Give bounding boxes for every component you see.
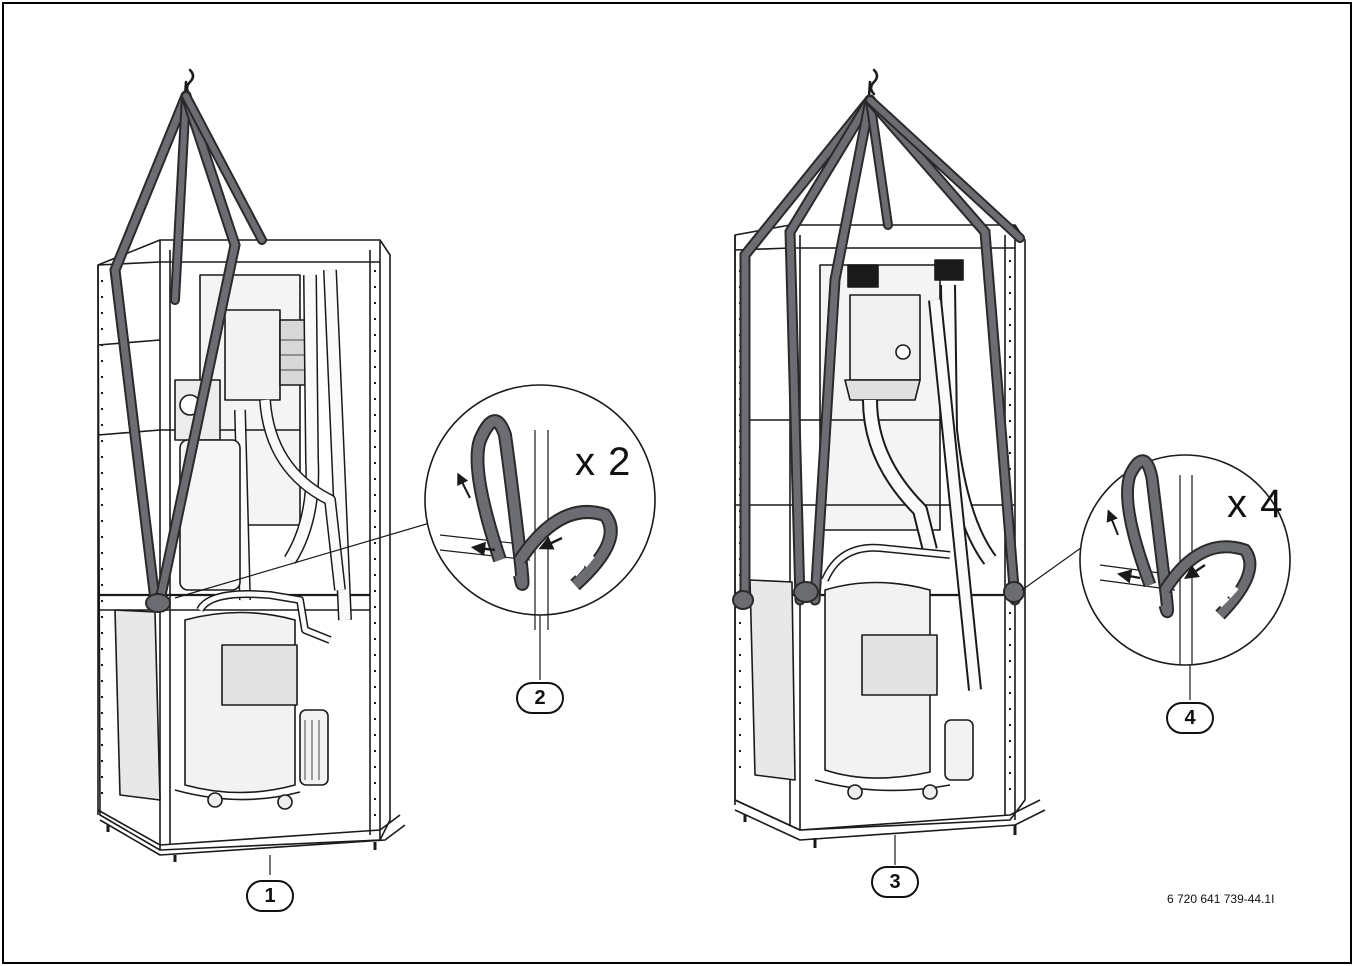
callout-3: 3 — [871, 866, 919, 898]
callout-2: 2 — [516, 682, 564, 714]
lifting-straps-right — [732, 68, 1025, 610]
heat-pump-unit-right — [734, 224, 1046, 848]
detail-circle-left — [424, 384, 656, 680]
figure-id: 6 720 641 739-44.1I — [1167, 892, 1275, 906]
multiplier-label-left: x 2 — [575, 440, 632, 484]
heat-pump-unit-left — [97, 239, 406, 862]
multiplier-label-right: x 4 — [1227, 482, 1284, 526]
callout-4: 4 — [1166, 702, 1214, 734]
detail-circle-right — [1079, 454, 1291, 700]
callout-1: 1 — [246, 880, 294, 912]
lifting-straps-left — [109, 68, 267, 613]
